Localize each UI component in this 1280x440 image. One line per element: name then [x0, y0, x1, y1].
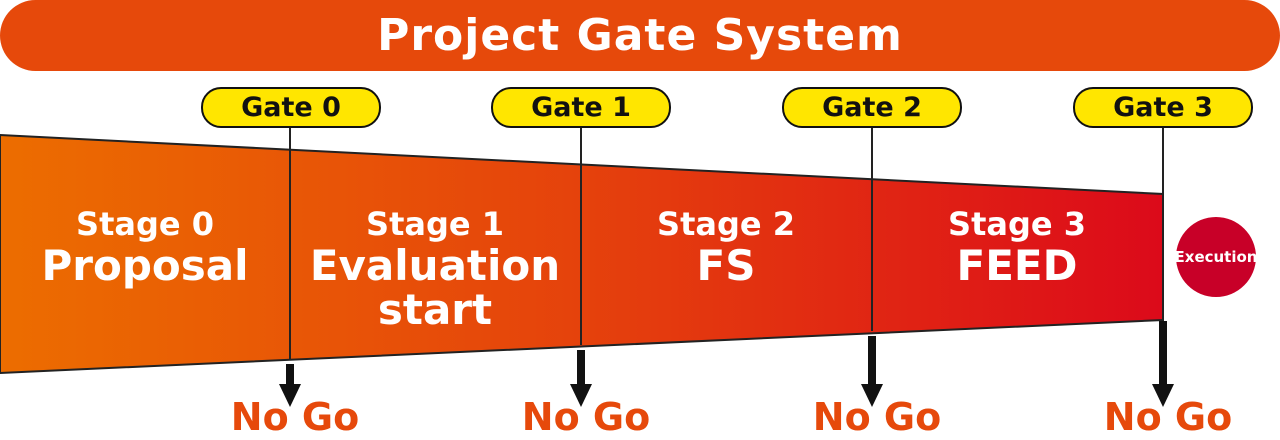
gate-2-badge: Gate 2	[782, 87, 962, 128]
stage-2: Stage 2 FS	[581, 204, 871, 288]
gate-label: Gate 1	[531, 92, 631, 123]
gate-3-badge: Gate 3	[1073, 87, 1253, 128]
stage-name: FEED	[956, 241, 1078, 290]
stage-0: Stage 0 Proposal	[0, 204, 290, 288]
no-go-label: No Go	[812, 395, 942, 439]
gate-0-badge: Gate 0	[201, 87, 381, 128]
no-go-label: No Go	[521, 395, 651, 439]
gate-label: Gate 3	[1113, 92, 1213, 123]
stage-name: Evaluation start	[309, 241, 561, 334]
stage-number: Stage 3	[948, 205, 1086, 243]
stage-number: Stage 2	[657, 205, 795, 243]
down-arrow-icon	[279, 364, 301, 407]
down-arrow-icon	[570, 350, 592, 407]
no-go-label: No Go	[1103, 395, 1233, 439]
stage-number: Stage 1	[366, 205, 504, 243]
stage-number: Stage 0	[76, 205, 214, 243]
no-go-label: No Go	[230, 395, 360, 439]
gate-1-badge: Gate 1	[491, 87, 671, 128]
gate-label: Gate 0	[241, 92, 341, 123]
execution-label: Execution	[1174, 248, 1258, 266]
down-arrow-icon	[1152, 321, 1174, 407]
stage-name: FS	[696, 241, 756, 290]
title-bar: Project Gate System	[0, 0, 1280, 71]
down-arrow-icon	[861, 336, 883, 407]
gate-label: Gate 2	[822, 92, 922, 123]
stage-name: Proposal	[41, 241, 249, 290]
page-title: Project Gate System	[377, 10, 903, 61]
execution-badge: Execution	[1174, 217, 1258, 297]
stage-1: Stage 1 Evaluation start	[290, 204, 580, 332]
stage-3: Stage 3 FEED	[872, 204, 1162, 288]
